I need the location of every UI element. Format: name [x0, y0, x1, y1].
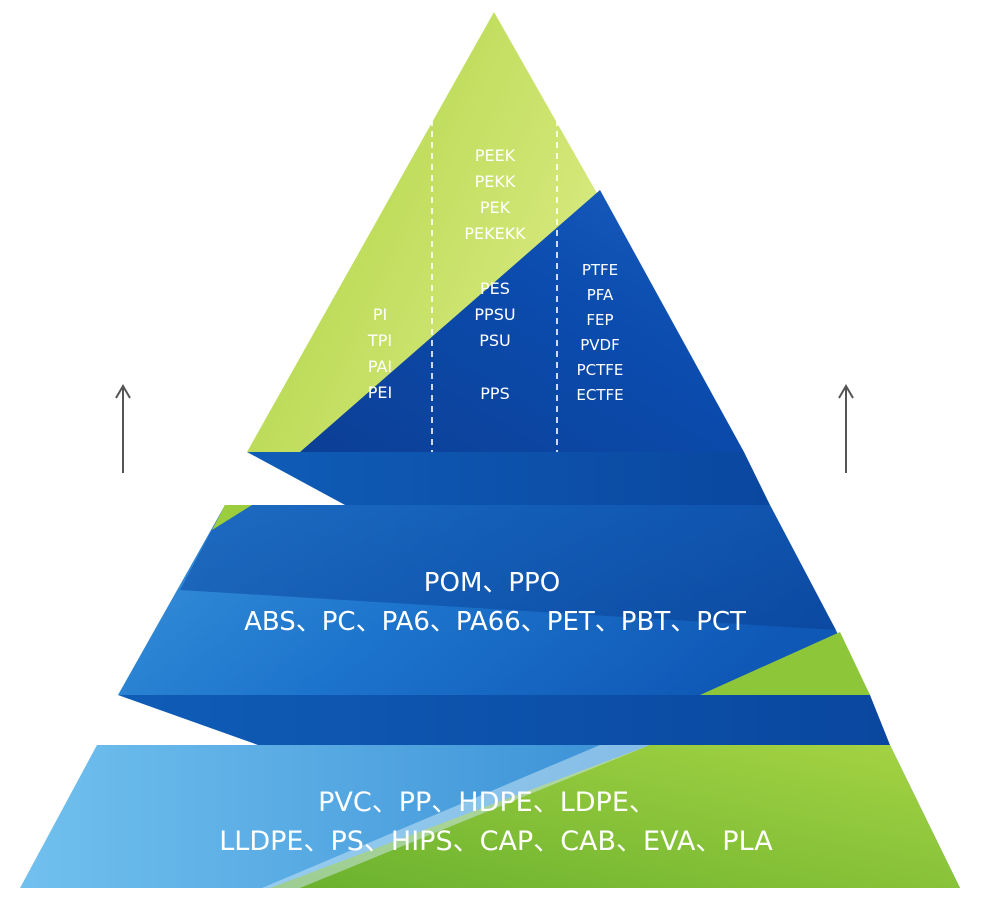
top-right-label: FEP — [586, 311, 613, 329]
top-column-right: PTFE PFA FEP PVDF PCTFE ECTFE — [576, 261, 623, 404]
connector-band-lower — [118, 695, 890, 745]
top-right-label: PCTFE — [577, 361, 624, 379]
middle-tier-dark-wedge — [180, 505, 836, 630]
top-tier-blue-area — [300, 190, 744, 452]
top-left-label: PI — [373, 305, 387, 324]
top-center-label: PEK — [480, 198, 511, 217]
middle-tier-line-1: POM、PPO — [424, 568, 560, 598]
top-right-label: PTFE — [582, 261, 618, 279]
middle-tier-line-2: ABS、PC、PA6、PA66、PET、PBT、PCT — [244, 607, 746, 637]
bottom-tier — [20, 745, 960, 888]
top-center-label: PEKK — [475, 172, 516, 191]
top-right-label: PVDF — [580, 336, 620, 354]
bottom-tier-line-2: LLDPE、PS、HIPS、CAP、CAB、EVA、PLA — [219, 826, 773, 857]
up-arrow-icon-left — [115, 384, 131, 473]
middle-tier-green-corner-right — [700, 632, 870, 695]
top-column-center: PEEK PEKK PEK PEKEKK PES PPSU PSU PPS — [464, 146, 526, 403]
bottom-tier-highlight — [262, 745, 650, 888]
middle-tier — [118, 505, 870, 695]
top-column-left: PI TPI PAI PEI — [367, 305, 392, 402]
top-center-label: PPSU — [474, 305, 515, 324]
top-center-label: PPS — [480, 384, 509, 403]
top-center-label: PEEK — [475, 146, 516, 165]
connector-band-upper — [247, 452, 770, 505]
top-tier — [247, 12, 744, 452]
top-center-label: PSU — [479, 331, 511, 350]
middle-tier-green-corner-left — [212, 505, 252, 530]
top-right-label: ECTFE — [576, 386, 623, 404]
top-center-label: PEKEKK — [464, 224, 526, 243]
top-left-label: PEI — [368, 383, 392, 402]
top-center-label: PES — [480, 279, 510, 298]
top-left-label: TPI — [367, 331, 392, 350]
bottom-tier-line-1: PVC、PP、HDPE、LDPE、 — [318, 787, 656, 818]
top-left-label: PAI — [368, 357, 392, 376]
top-right-label: PFA — [587, 286, 614, 304]
bottom-tier-green-area — [270, 745, 960, 888]
up-arrow-icon-right — [838, 384, 854, 473]
